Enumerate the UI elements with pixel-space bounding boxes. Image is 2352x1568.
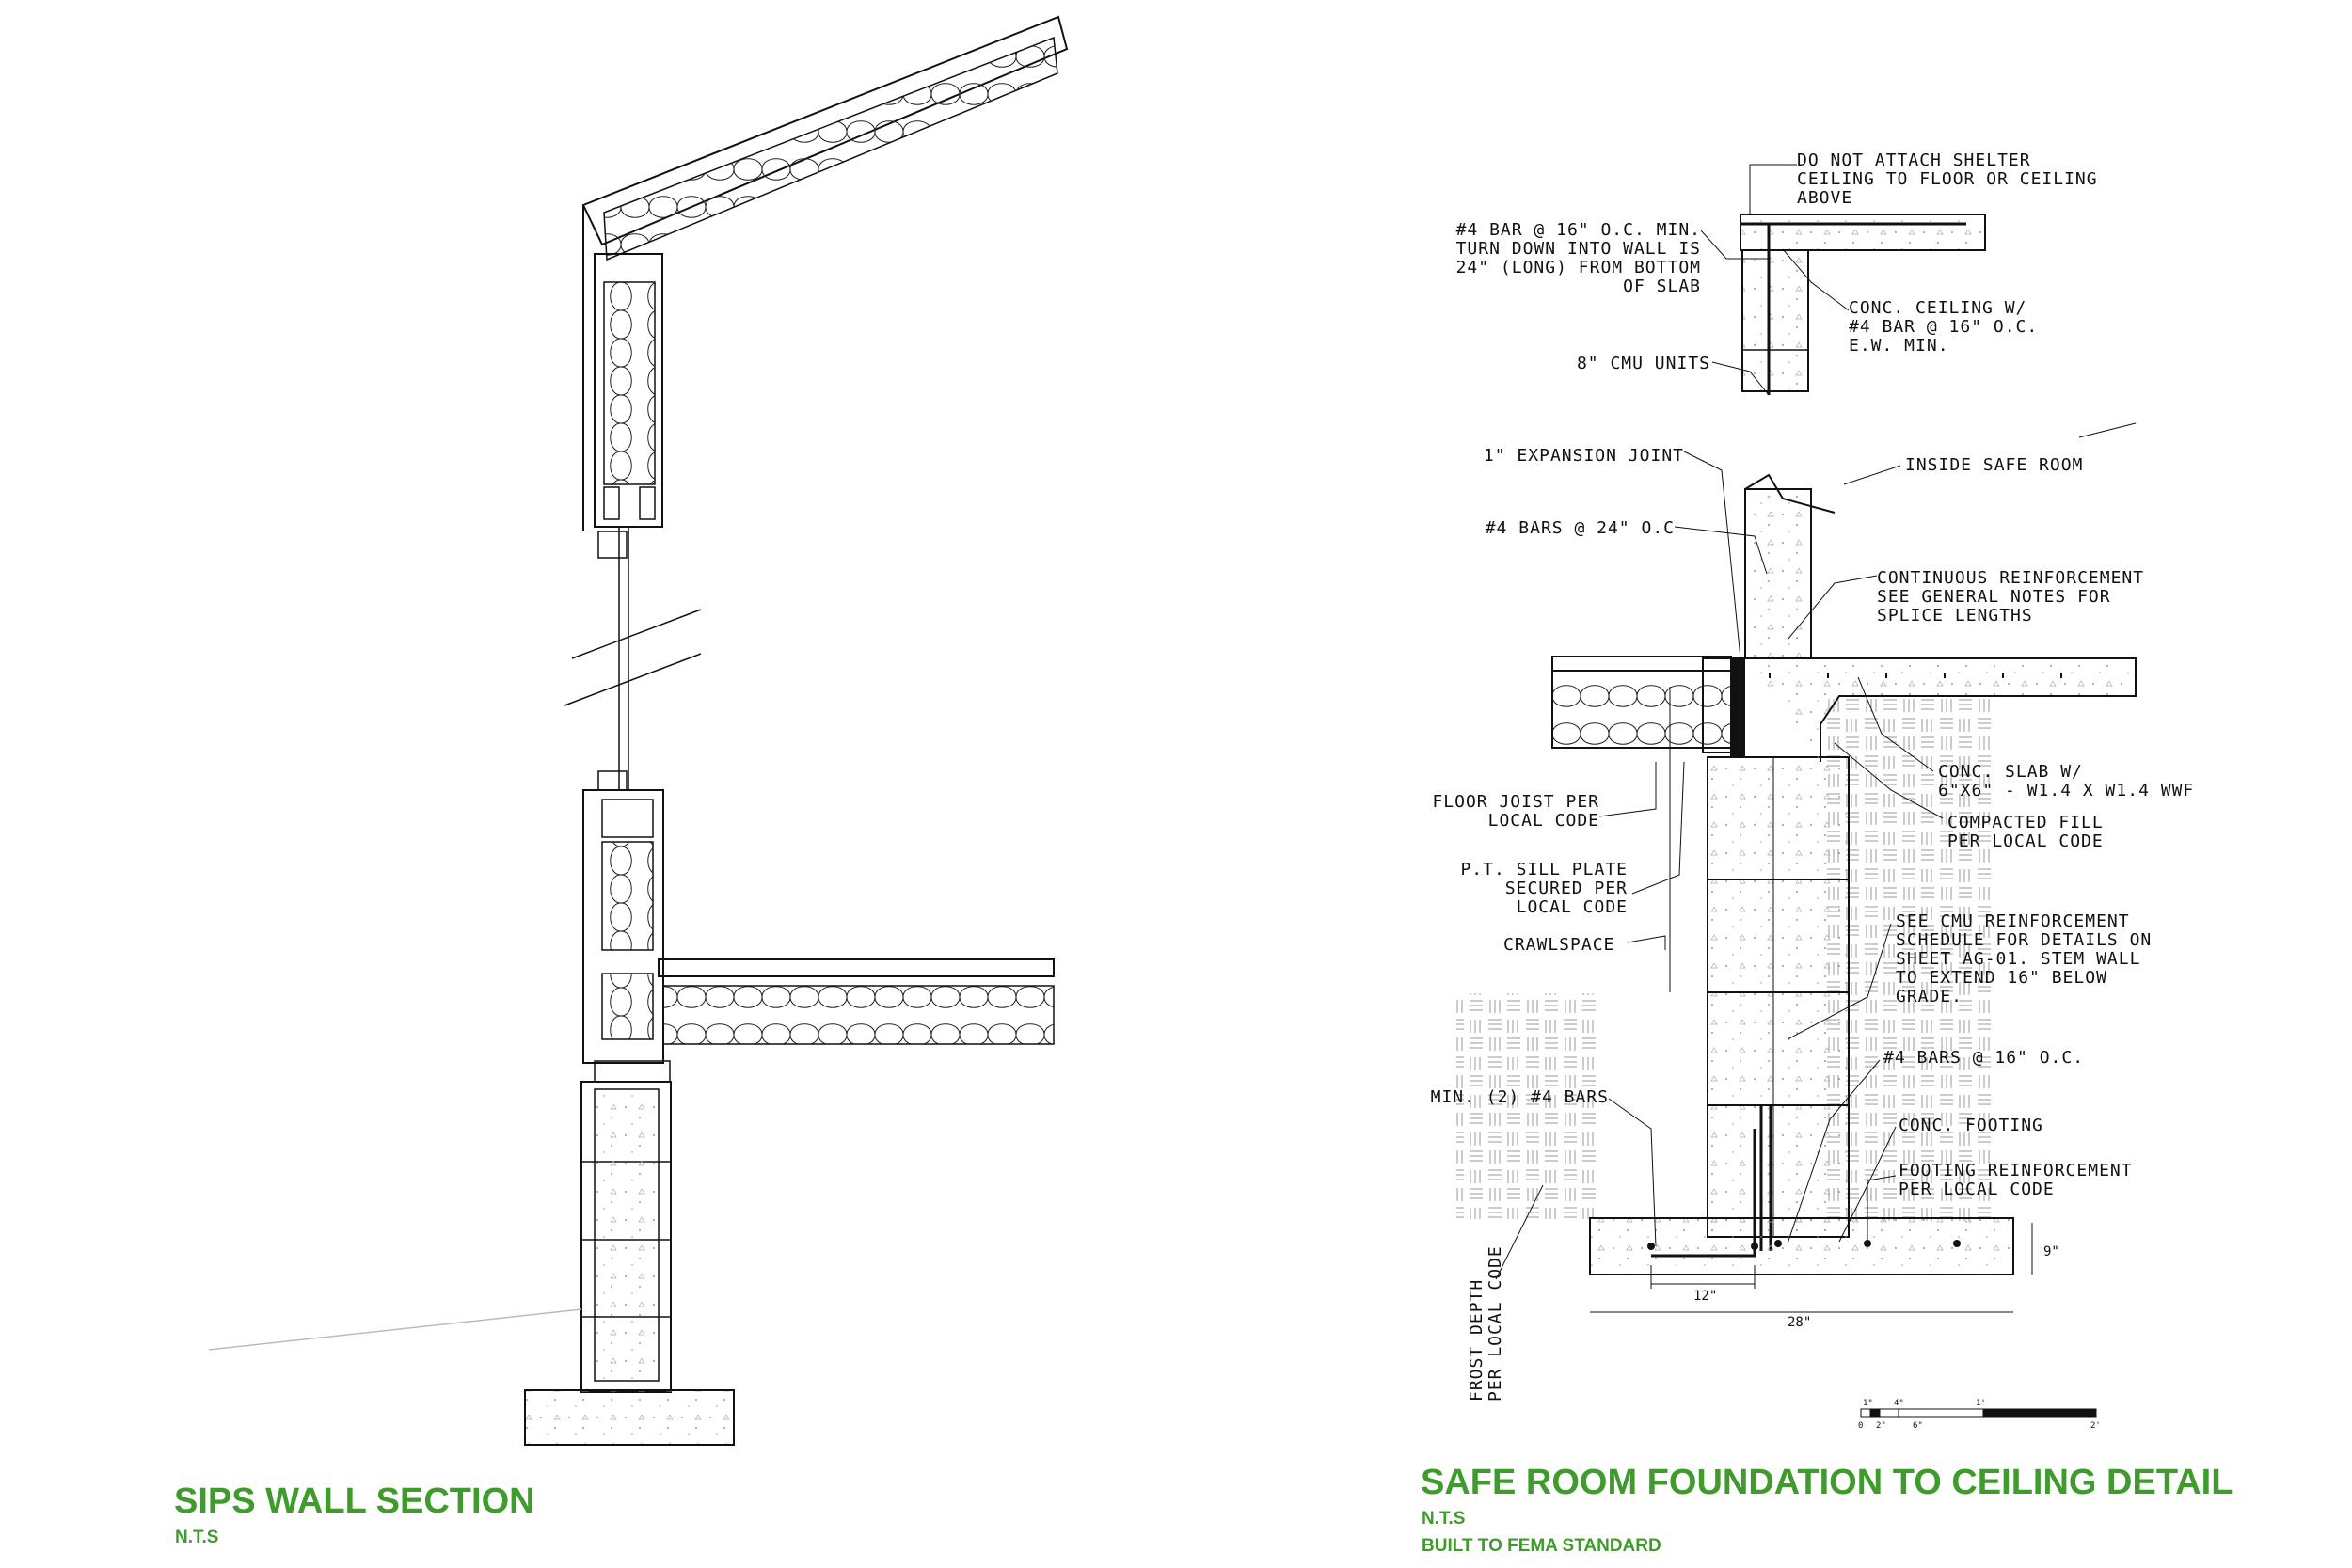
note-bars24: #4 BARS @ 24" O.C [1486, 518, 1675, 538]
floor-system [658, 958, 1055, 1045]
note-bar-1: #4 BAR @ 16" O.C. MIN. [1456, 220, 1701, 240]
note-shelter-2: CEILING TO FLOOR OR CEILING [1797, 169, 2098, 189]
note-schedule-2: SCHEDULE FOR DETAILS ON [1896, 930, 2152, 950]
left-scale: N.T.S [175, 1528, 218, 1547]
scale-bar [1860, 1408, 2097, 1418]
dim-28: 28" [1788, 1315, 1811, 1330]
right-scale: N.T.S [1422, 1509, 1465, 1528]
note-sill-2: SECURED PER [1505, 879, 1628, 898]
svg-text:0: 0 [1858, 1421, 1863, 1431]
note-shelter-1: DO NOT ATTACH SHELTER [1797, 150, 2031, 170]
conc-slab [1745, 657, 2137, 762]
note-ceiling-2: #4 BAR @ 16" O.C. [1849, 317, 2038, 337]
note-fill-2: PER LOCAL CODE [1947, 832, 2104, 851]
footing [524, 1389, 735, 1446]
conc-footing [1589, 1129, 2014, 1275]
note-schedule-4: TO EXTEND 16" BELOW [1896, 968, 2107, 988]
svg-text:2": 2" [1876, 1421, 1886, 1431]
crawlspace-soil [1456, 993, 1599, 1219]
note-footing-reinf-2: PER LOCAL CODE [1899, 1180, 2055, 1199]
sips-wall-section [208, 15, 1069, 1446]
note-bar-4: OF SLAB [1623, 277, 1701, 296]
note-schedule-3: SHEET AG-01. STEM WALL [1896, 949, 2140, 969]
right-standard: BUILT TO FEMA STANDARD [1422, 1536, 1661, 1556]
leader-lines [1495, 164, 2137, 1280]
safe-room-detail [1456, 164, 2137, 1418]
upper-wall-panel [594, 253, 663, 559]
note-schedule-5: GRADE. [1896, 987, 1963, 1006]
dimension-lines [1590, 687, 2033, 1313]
note-footing-reinf-1: FOOTING REINFORCEMENT [1899, 1161, 2133, 1180]
note-bar-2: TURN DOWN INTO WALL IS [1456, 239, 1701, 259]
annotation-notes: DO NOT ATTACH SHELTER CEILING TO FLOOR O… [1431, 150, 2194, 1402]
cmu-stem-wall [208, 1060, 672, 1393]
note-slab-2: 6"X6" - W1.4 X W1.4 WWF [1938, 781, 2194, 800]
note-joist-1: FLOOR JOIST PER [1432, 792, 1599, 812]
note-sill-1: P.T. SILL PLATE [1460, 860, 1628, 879]
note-schedule-1: SEE CMU REINFORCEMENT [1896, 911, 2130, 931]
note-shelter-3: ABOVE [1797, 188, 1852, 208]
right-title: SAFE ROOM FOUNDATION TO CEILING DETAIL [1421, 1463, 2233, 1502]
break-line [564, 527, 702, 790]
note-bars16: #4 BARS @ 16" O.C. [1883, 1048, 2084, 1068]
scale-bar-labels: 1" 4" 1' 0 2" 6" 2' [1858, 1399, 2101, 1431]
left-title: SIPS WALL SECTION [174, 1481, 535, 1521]
note-expansion: 1" EXPANSION JOINT [1484, 446, 1684, 466]
note-bar-3: 24" (LONG) FROM BOTTOM [1456, 258, 1701, 277]
svg-text:FROST DEPTH: FROST DEPTH [1467, 1279, 1486, 1402]
note-footing: CONC. FOOTING [1899, 1116, 2043, 1135]
svg-text:PER LOCAL CODE: PER LOCAL CODE [1486, 1245, 1505, 1402]
svg-text:4": 4" [1894, 1399, 1904, 1408]
note-inside: INSIDE SAFE ROOM [1905, 455, 2083, 475]
note-ceiling-3: E.W. MIN. [1849, 336, 1949, 356]
note-cont-1: CONTINUOUS REINFORCEMENT [1877, 568, 2144, 588]
roof-panel [581, 15, 1069, 531]
note-cont-3: SPLICE LENGTHS [1877, 606, 2033, 626]
dim-12: 12" [1693, 1289, 1717, 1304]
floor-joist [1551, 656, 1745, 758]
svg-text:6": 6" [1913, 1421, 1923, 1431]
note-joist-2: LOCAL CODE [1488, 811, 1599, 831]
ceiling-slab-detail [1740, 214, 1986, 395]
note-cont-2: SEE GENERAL NOTES FOR [1877, 587, 2111, 607]
svg-text:2': 2' [2090, 1421, 2101, 1431]
dim-9: 9" [2043, 1244, 2059, 1259]
svg-text:1": 1" [1863, 1399, 1873, 1408]
compacted-fill [1825, 696, 1994, 1223]
lower-wall-panel [582, 770, 664, 1064]
note-fill-1: COMPACTED FILL [1947, 813, 2104, 832]
note-ceiling-1: CONC. CEILING W/ [1849, 298, 2026, 318]
cmu-stem-wall-right [1707, 473, 1850, 1251]
note-frost-depth: FROST DEPTH PER LOCAL CODE [1467, 1245, 1505, 1402]
svg-text:1': 1' [1976, 1399, 1986, 1408]
note-cmu: 8" CMU UNITS [1577, 354, 1710, 373]
note-slab-1: CONC. SLAB W/ [1938, 762, 2083, 782]
note-min-bars: MIN. (2) #4 BARS [1431, 1087, 1609, 1107]
note-sill-3: LOCAL CODE [1517, 897, 1628, 917]
note-crawlspace: CRAWLSPACE [1503, 935, 1614, 955]
